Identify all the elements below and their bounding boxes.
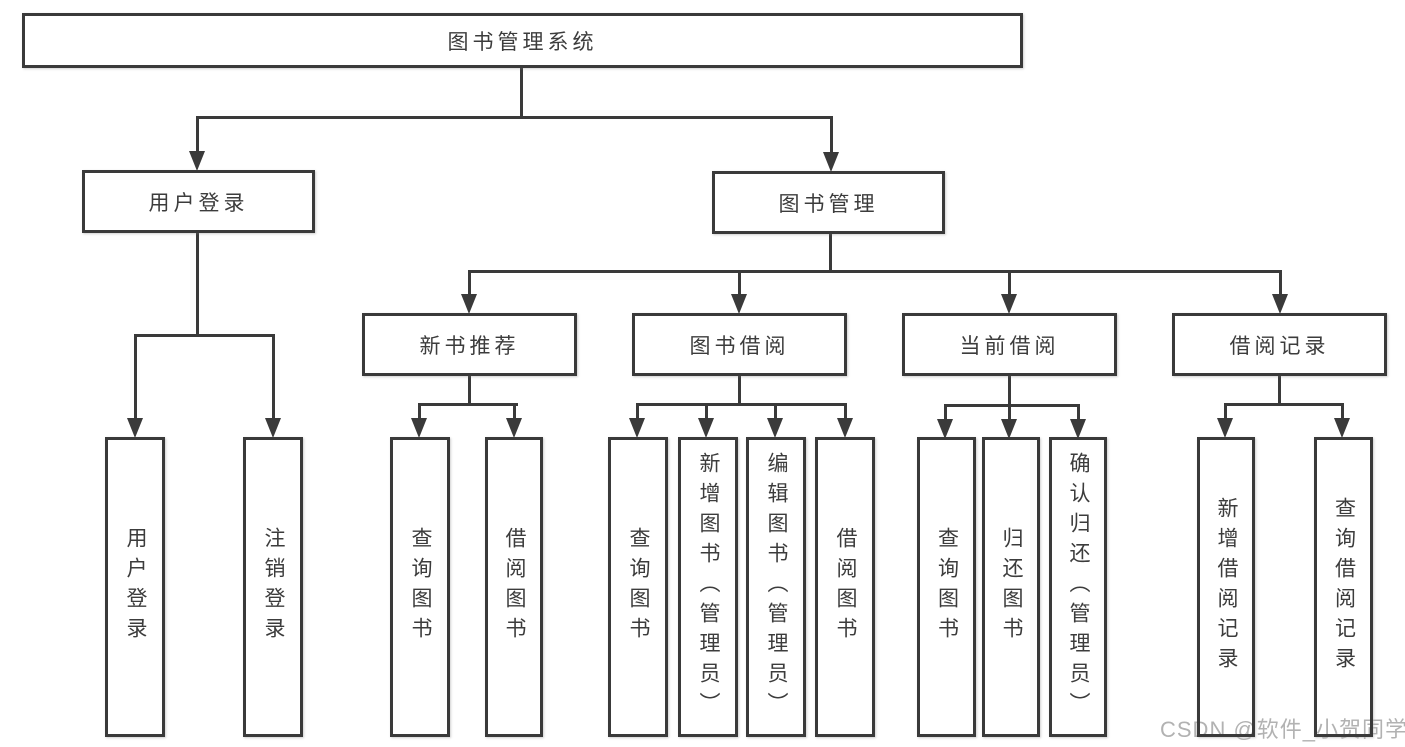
leaf-br-query-record: 查询借阅记录 bbox=[1314, 437, 1373, 737]
arrow-down-icon bbox=[698, 418, 714, 438]
node-book-management: 图书管理 bbox=[712, 171, 945, 234]
leaf-nbr-borrow-books: 借阅图书 bbox=[485, 437, 543, 737]
connector-line-v bbox=[844, 403, 847, 423]
arrow-down-icon bbox=[127, 418, 143, 438]
connector-line-v bbox=[636, 403, 639, 423]
node-book-borrow: 图书借阅 bbox=[632, 313, 847, 376]
connector-line-h bbox=[134, 334, 275, 337]
connector-line-v bbox=[830, 116, 833, 156]
arrow-down-icon bbox=[1001, 294, 1017, 314]
connector-line-v bbox=[1341, 403, 1344, 423]
connector-line-v bbox=[468, 270, 471, 299]
connector-line-v bbox=[1224, 403, 1227, 423]
leaf-cb-query-books: 查询图书 bbox=[917, 437, 976, 737]
connector-line-v bbox=[134, 334, 137, 423]
arrow-down-icon bbox=[1070, 419, 1086, 439]
connector-line-v bbox=[468, 376, 471, 405]
connector-line-v bbox=[196, 116, 199, 156]
connector-line-v bbox=[829, 234, 832, 272]
arrow-down-icon bbox=[265, 418, 281, 438]
arrow-down-icon bbox=[823, 152, 839, 172]
arrow-down-icon bbox=[189, 151, 205, 171]
arrow-down-icon bbox=[1001, 419, 1017, 439]
arrow-down-icon bbox=[1272, 294, 1288, 314]
arrow-down-icon bbox=[506, 418, 522, 438]
connector-line-v bbox=[1077, 404, 1080, 424]
connector-line-h bbox=[1224, 403, 1344, 406]
arrow-down-icon bbox=[767, 418, 783, 438]
connector-line-v bbox=[1008, 376, 1011, 406]
arrow-down-icon bbox=[411, 418, 427, 438]
connector-line-h bbox=[468, 270, 1282, 273]
connector-line-v bbox=[196, 233, 199, 336]
connector-line-h bbox=[196, 116, 833, 119]
node-user-login: 用户登录 bbox=[82, 170, 315, 233]
leaf-user-login: 用户登录 bbox=[105, 437, 165, 737]
connector-line-v bbox=[1279, 270, 1282, 299]
connector-line-v bbox=[738, 376, 741, 405]
csdn-watermark: CSDN @软件_小贺同学 bbox=[1160, 717, 1405, 742]
arrow-down-icon bbox=[629, 418, 645, 438]
leaf-bb-query-books: 查询图书 bbox=[608, 437, 668, 737]
leaf-cb-return-books: 归还图书 bbox=[982, 437, 1040, 737]
connector-line-v bbox=[738, 270, 741, 299]
connector-line-v bbox=[944, 404, 947, 424]
node-borrow-record: 借阅记录 bbox=[1172, 313, 1387, 376]
arrow-down-icon bbox=[937, 419, 953, 439]
connector-line-v bbox=[272, 334, 275, 423]
connector-line-v bbox=[1008, 404, 1011, 424]
connector-line-v bbox=[705, 403, 708, 423]
leaf-bb-add-books-admin: 新增图书（管理员） bbox=[678, 437, 738, 737]
connector-line-v bbox=[520, 68, 523, 118]
leaf-br-add-record: 新增借阅记录 bbox=[1197, 437, 1255, 737]
node-new-book-recommend: 新书推荐 bbox=[362, 313, 577, 376]
leaf-cb-confirm-return-admin: 确认归还（管理员） bbox=[1049, 437, 1107, 737]
connector-line-v bbox=[774, 403, 777, 423]
connector-line-v bbox=[418, 403, 421, 423]
connector-line-v bbox=[1278, 376, 1281, 405]
arrow-down-icon bbox=[731, 294, 747, 314]
leaf-bb-edit-books-admin: 编辑图书（管理员） bbox=[746, 437, 806, 737]
arrow-down-icon bbox=[1334, 418, 1350, 438]
arrow-down-icon bbox=[461, 294, 477, 314]
node-current-borrow: 当前借阅 bbox=[902, 313, 1117, 376]
connector-line-h bbox=[636, 403, 847, 406]
connector-line-h bbox=[418, 403, 518, 406]
arrow-down-icon bbox=[837, 418, 853, 438]
leaf-bb-borrow-books: 借阅图书 bbox=[815, 437, 875, 737]
arrow-down-icon bbox=[1217, 418, 1233, 438]
connector-line-h bbox=[944, 404, 1080, 407]
connector-line-v bbox=[1008, 270, 1011, 299]
connector-line-v bbox=[513, 403, 516, 423]
leaf-logout: 注销登录 bbox=[243, 437, 303, 737]
node-root: 图书管理系统 bbox=[22, 13, 1023, 68]
leaf-nbr-query-books: 查询图书 bbox=[390, 437, 450, 737]
